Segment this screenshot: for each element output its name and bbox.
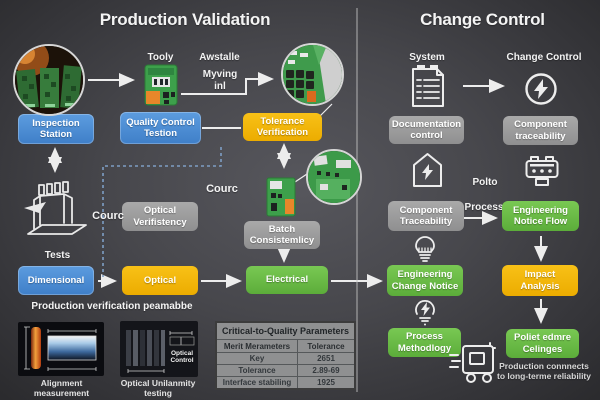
- node-impact-analysis: Impact Analysis: [502, 265, 578, 296]
- node-inspection-station: Inspection Station: [18, 114, 94, 144]
- document-icon: [412, 65, 444, 107]
- ctq-cell: 2651: [297, 352, 356, 365]
- node-quality-control: Quality Control Testion: [120, 112, 201, 144]
- myving-inl-label: Myving inl: [202, 69, 238, 92]
- house-bolt-icon: [413, 153, 442, 187]
- right-panel-title: Change Control: [420, 10, 545, 29]
- tooly-label: Tooly: [147, 52, 174, 63]
- ctq-table: Critical-to-Quality Parameters Merit Mer…: [215, 321, 356, 390]
- awstalle-label: Awstalle: [199, 52, 240, 63]
- pcb-keys-photo-icon: [283, 45, 342, 104]
- left-panel-title: Production Validation: [99, 10, 271, 29]
- ctq-cell: 1925: [297, 376, 356, 390]
- tolerance-photo-circle: [281, 43, 344, 106]
- tooly-pcb-icon: [144, 64, 178, 106]
- verification-heading: Production verification peamabbe: [31, 301, 193, 312]
- pcb-macro-photo-icon: [308, 151, 360, 203]
- ctq-table-title: Critical-to-Quality Parameters: [215, 321, 356, 340]
- process-label: Process: [464, 202, 504, 213]
- table-row: Key 2651: [215, 352, 356, 365]
- printer-icon: [525, 156, 559, 186]
- courc-right-label: Courc: [206, 183, 238, 195]
- node-poliet-edmre: Poliet edmre Celinges: [506, 329, 579, 358]
- ctq-cell: Interface stabiling: [215, 376, 298, 390]
- pcb-photo-icon: [15, 46, 83, 114]
- bolt-circle-icon: [525, 73, 557, 105]
- truck-icon: [449, 342, 496, 383]
- table-row: Tolerance 2.89-69: [215, 364, 356, 377]
- lightbulb-icon: [415, 236, 435, 262]
- ctq-cell: 2.89-69: [297, 364, 356, 377]
- optical-uniformity-image: [120, 321, 198, 377]
- ctq-cell: Tolerance: [215, 364, 298, 377]
- inspection-photo-circle: [13, 44, 85, 116]
- optical-caption: Optical Unilanmity testing: [120, 378, 196, 398]
- node-engineering-notice-flow: Engineering Notice Flow: [502, 201, 579, 231]
- system-label: System: [409, 52, 445, 63]
- node-electrical: Electrical: [246, 266, 328, 294]
- node-component-traceability-top: Component traceability: [503, 116, 578, 145]
- ctq-col-parameters: Merit Merameters: [215, 339, 298, 353]
- alignment-measurement-image: [18, 322, 104, 376]
- polto-label: Polto: [472, 177, 498, 188]
- node-optical-verifistency: Optical Verifistency: [122, 202, 198, 231]
- node-optical: Optical: [122, 266, 198, 295]
- bulb-bolt-icon: [415, 300, 435, 326]
- node-process-methodology: Process Methodlogy: [388, 328, 461, 357]
- optical-bars-icon: [120, 321, 198, 377]
- batch-pcb-icon: [266, 177, 296, 217]
- node-dimensional: Dimensional: [18, 266, 94, 295]
- table-row: Interface stabiling 1925: [215, 376, 356, 390]
- change-control-label: Change Control: [506, 52, 582, 63]
- node-engineering-change-notice: Engineering Change Notice: [387, 265, 463, 296]
- node-documentation-control: Documentation control: [389, 116, 464, 144]
- alignment-drawing-icon: [18, 322, 104, 376]
- ctq-col-tolerance: Tolerance: [297, 339, 356, 353]
- alignment-caption: Alignment measurement: [33, 378, 90, 398]
- tests-label: Tests: [44, 250, 71, 261]
- panel-divider: [356, 8, 358, 392]
- node-component-traceability: Component Traceability: [388, 201, 464, 231]
- node-batch-consistency: Batch Consistemlicy: [244, 221, 320, 249]
- measurement-machine-icon: [24, 181, 87, 235]
- batch-photo-circle: [306, 149, 362, 205]
- ctq-cell: Key: [215, 352, 298, 365]
- optical-control-label: Optical Control: [170, 350, 194, 365]
- node-tolerance-verification: Tolerance Verification: [243, 113, 322, 141]
- footer-note: Production connnects to long-terme relia…: [497, 361, 591, 381]
- courc-left-label: Courc: [92, 210, 124, 222]
